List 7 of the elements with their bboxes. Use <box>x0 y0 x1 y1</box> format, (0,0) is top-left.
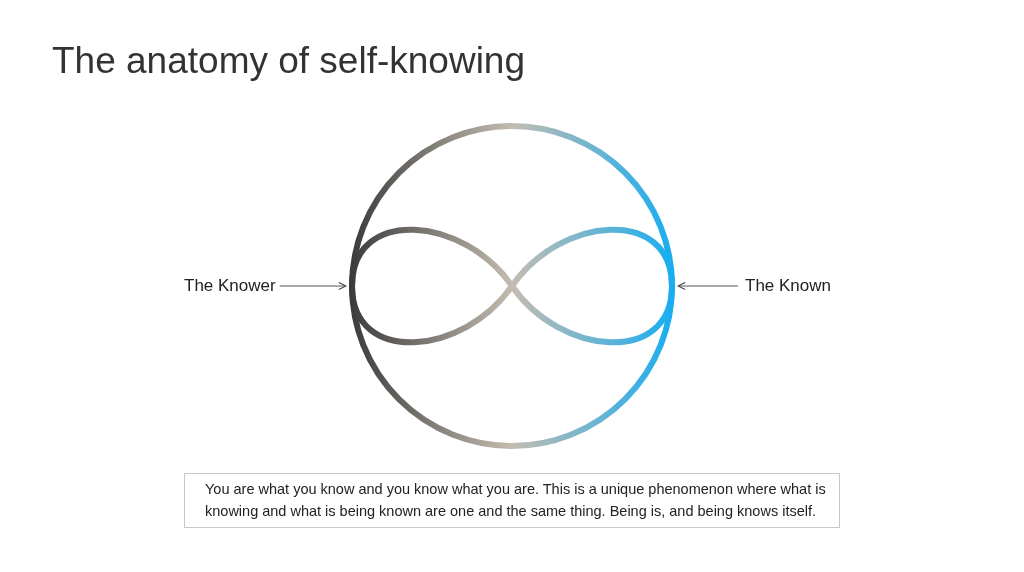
description-text: You are what you know and you know what you are. This is a unique phenomenon where what is knowing and what is being known are one and the same thing. Being is, and being knows itself. <box>205 480 827 521</box>
text-box <box>184 473 840 528</box>
arrow <box>677 281 739 291</box>
title: The anatomy of self-knowing <box>52 40 525 82</box>
side-label: The Knower <box>184 276 276 297</box>
side-label: The Known <box>745 276 831 297</box>
arrow <box>279 281 347 291</box>
